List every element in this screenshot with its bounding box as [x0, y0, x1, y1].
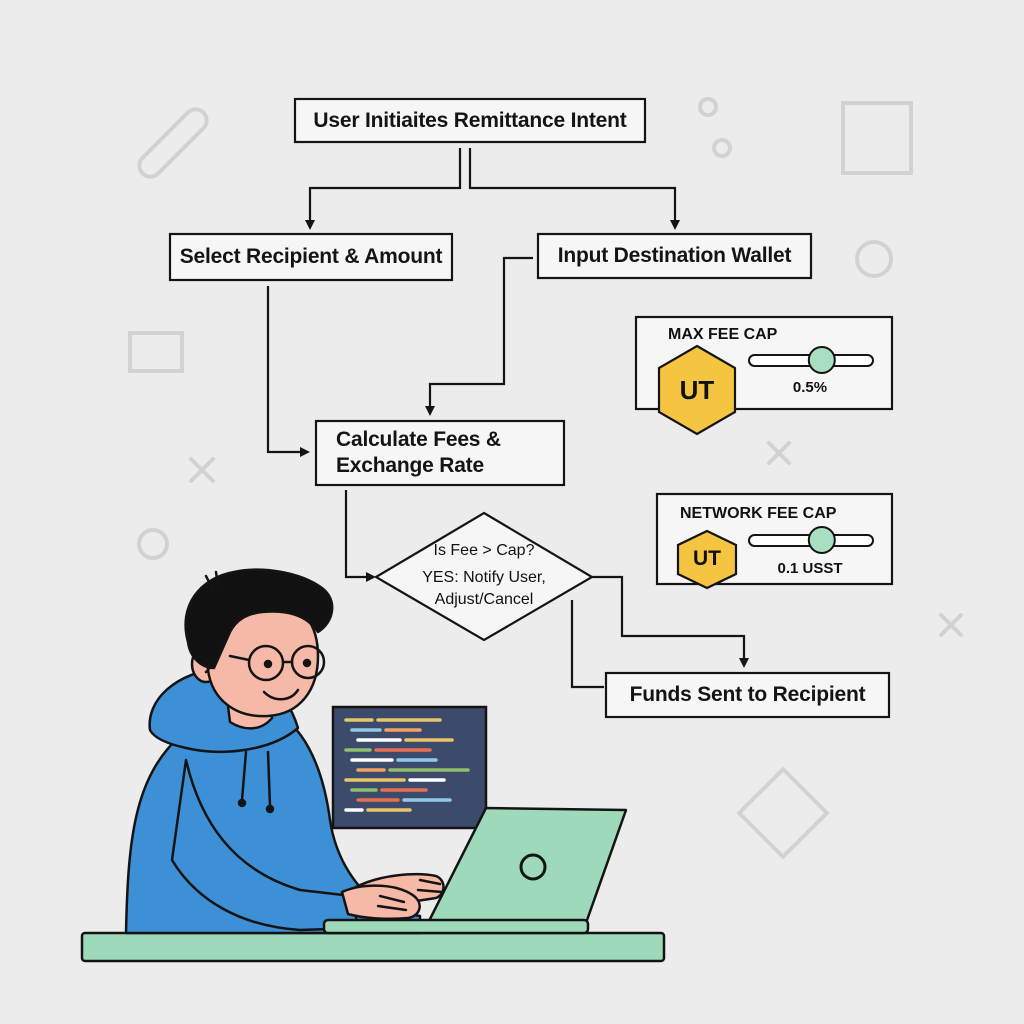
node-start-box	[293, 97, 647, 144]
code-monitor	[331, 705, 488, 830]
node-decision-diamond	[373, 511, 595, 642]
decor-circle-small-1	[698, 97, 718, 117]
person-illustration	[124, 568, 445, 935]
eye-left	[263, 659, 273, 669]
hoodie-string-tip-right	[265, 804, 275, 814]
flow-connectors	[266, 148, 749, 689]
connector-decision-to-funds	[592, 575, 749, 668]
node-calc-box	[314, 419, 566, 487]
connector-start-to-select	[305, 148, 462, 230]
node-select-box	[168, 232, 454, 282]
connector-decision-side	[570, 600, 604, 689]
laptop-base	[322, 918, 590, 935]
finger-lines	[376, 878, 444, 912]
max-fee-slider-knob[interactable]	[807, 346, 836, 374]
hoodie-string-right	[266, 750, 272, 808]
connector-calc-to-decision	[344, 490, 376, 582]
decor-square	[841, 101, 913, 175]
decor-cross-mid	[767, 441, 791, 465]
decor-diamond	[736, 766, 830, 860]
background-decorations	[128, 97, 963, 860]
person-hand-front	[340, 884, 421, 921]
node-wallet-box	[536, 232, 813, 280]
hoodie-string-left	[240, 750, 248, 802]
decor-circle-right	[855, 240, 893, 278]
decor-cross-right	[939, 613, 963, 637]
max-fee-cap-panel	[634, 315, 894, 436]
network-fee-cap-panel	[655, 492, 894, 590]
hoodie-string-tip-left	[237, 798, 247, 808]
person-smile	[262, 688, 300, 701]
decor-circle-small-2	[712, 138, 732, 158]
decor-circle-left	[137, 528, 169, 560]
ut-token-icon	[657, 344, 737, 436]
flow-boxes	[168, 97, 891, 719]
ear-detail	[200, 656, 211, 674]
laptop	[322, 806, 628, 935]
connector-wallet-to-calc	[425, 256, 533, 416]
decor-rect-left	[128, 331, 184, 373]
node-funds-box	[604, 671, 891, 719]
decor-pill-shape	[137, 107, 209, 179]
ut-token-icon	[676, 529, 738, 590]
connector-start-to-wallet	[468, 148, 680, 230]
connector-select-to-calc	[266, 286, 310, 457]
network-fee-slider-knob[interactable]	[807, 526, 836, 554]
laptop-logo	[519, 853, 547, 881]
monitor-screen	[331, 705, 488, 830]
desk	[80, 931, 666, 963]
person-hair	[184, 568, 334, 670]
decor-cross-left	[189, 457, 215, 483]
eye-right	[302, 658, 312, 668]
hair-tuft	[204, 570, 220, 590]
code-lines	[344, 718, 470, 812]
glasses-bridge	[228, 654, 294, 664]
